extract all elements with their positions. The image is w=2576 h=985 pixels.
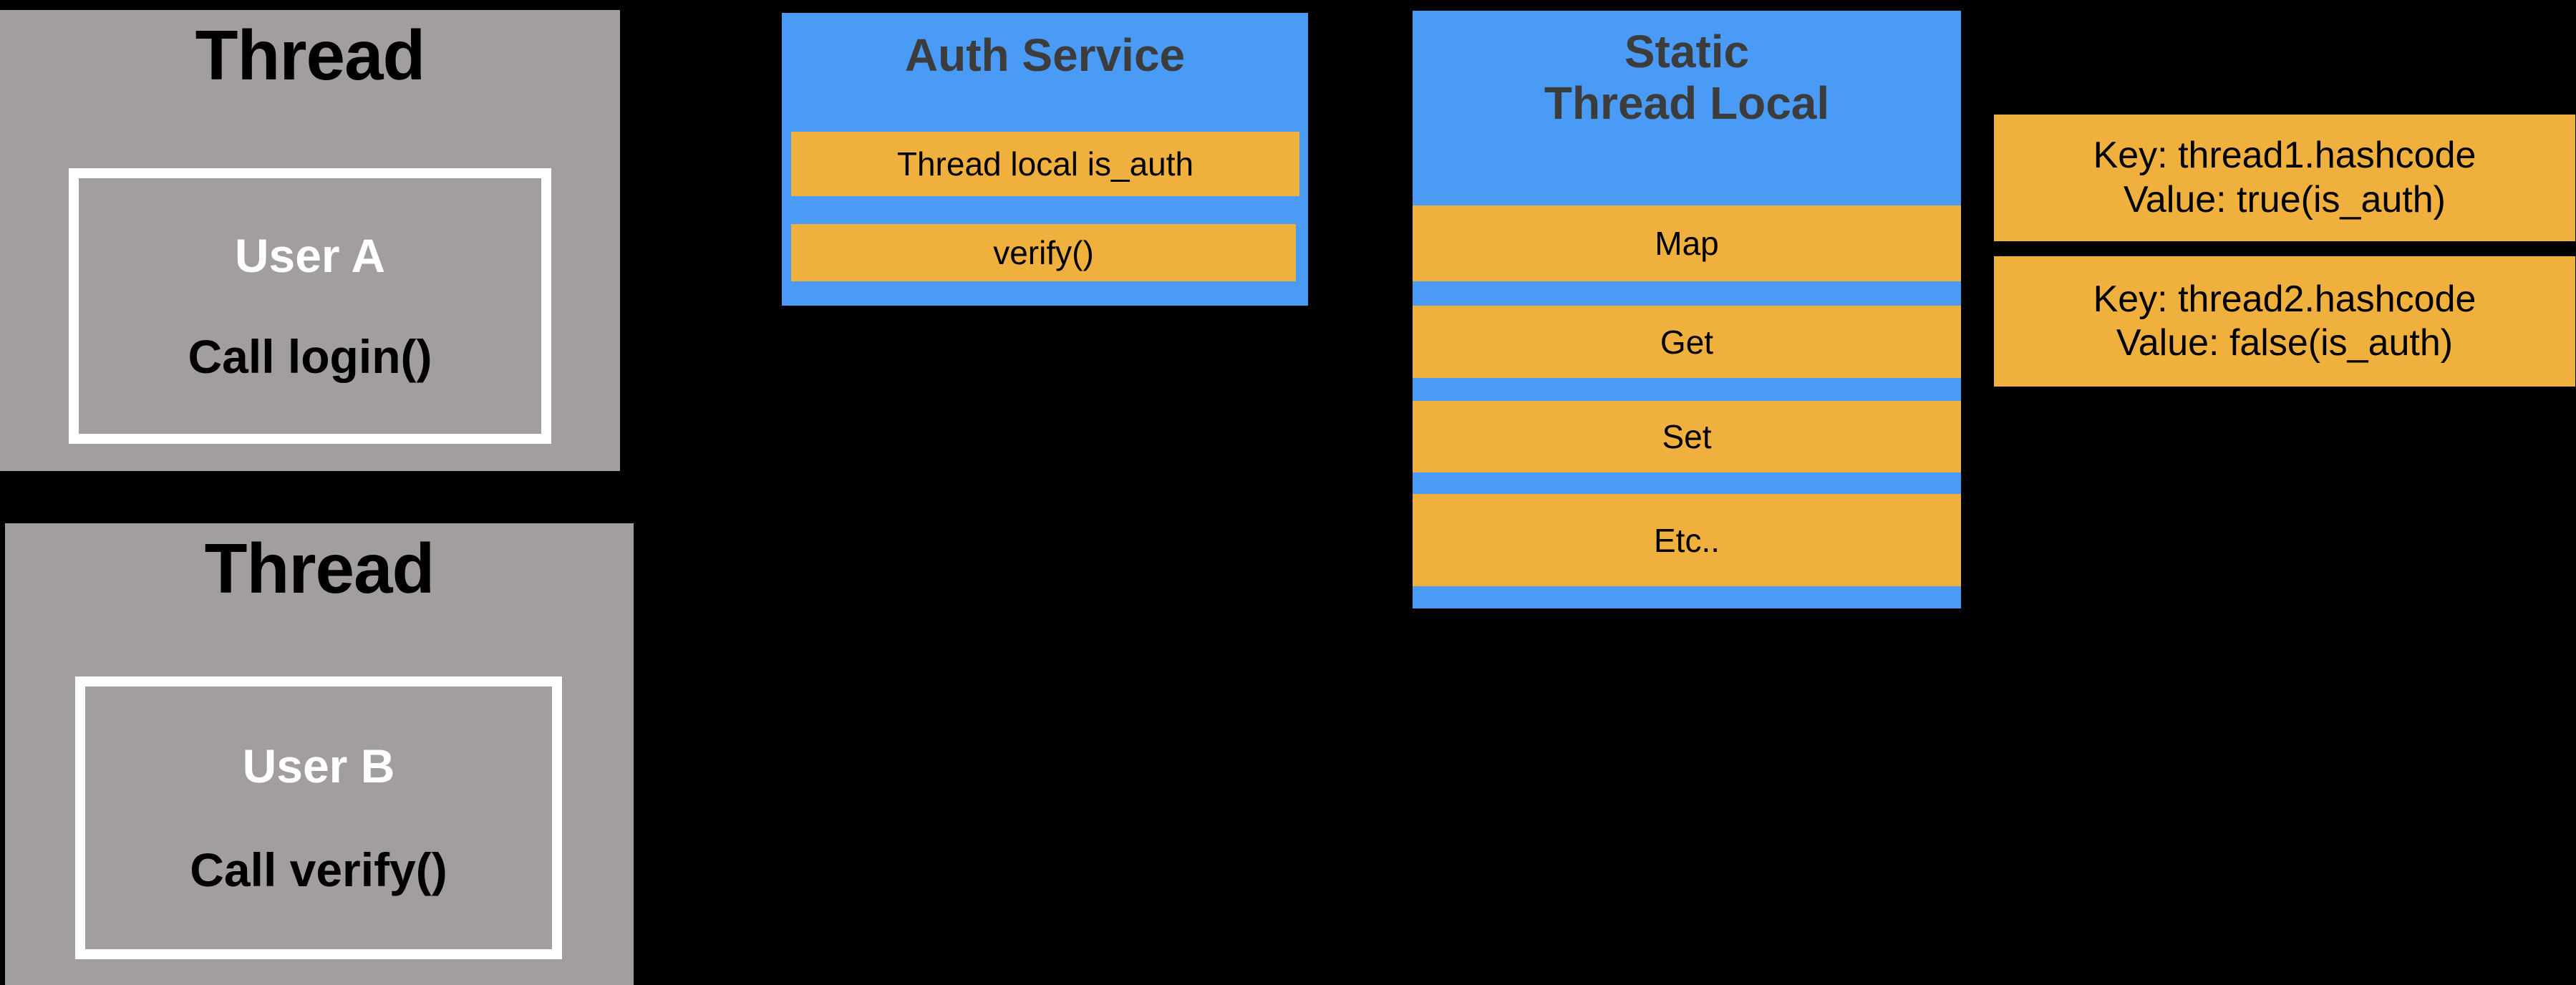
thread-inner-box-2: User B Call verify() (75, 676, 562, 959)
thread-call-label-2: Call verify() (190, 843, 447, 896)
thread-call-label-1: Call login() (188, 330, 432, 383)
static-thread-local-title: Static Thread Local (1413, 26, 1961, 129)
auth-service-row-verify[interactable]: verify() (791, 224, 1296, 281)
thread-title-2: Thread (204, 529, 435, 608)
thread-panel-user-a: Thread User A Call login() (0, 10, 620, 471)
static-thread-local-title-line1: Static (1624, 26, 1750, 77)
static-thread-local-row-get[interactable]: Get (1413, 306, 1961, 378)
static-thread-local-panel: Static Thread Local Map Get Set Etc.. (1413, 11, 1961, 608)
map-entry-thread1-key: Key: thread1.hashcode (2093, 135, 2476, 177)
map-entry-thread2-key: Key: thread2.hashcode (2093, 278, 2476, 320)
auth-service-title: Auth Service (904, 29, 1186, 81)
thread-title-1: Thread (195, 16, 426, 94)
thread-user-label-1: User A (234, 229, 386, 282)
thread-inner-box-1: User A Call login() (69, 168, 551, 444)
static-thread-local-row-map[interactable]: Map (1413, 205, 1961, 281)
map-entry-thread2[interactable]: Key: thread2.hashcode Value: false(is_au… (1994, 256, 2575, 387)
static-thread-local-row-etc[interactable]: Etc.. (1413, 494, 1961, 586)
static-thread-local-row-set[interactable]: Set (1413, 401, 1961, 472)
auth-service-panel: Auth Service Thread local is_auth verify… (782, 13, 1308, 306)
auth-service-row-thread-local[interactable]: Thread local is_auth (791, 132, 1299, 196)
thread-panel-user-b: Thread User B Call verify() (5, 523, 634, 985)
map-entry-thread1[interactable]: Key: thread1.hashcode Value: true(is_aut… (1994, 115, 2575, 241)
static-thread-local-title-line2: Thread Local (1544, 77, 1830, 129)
map-entry-thread2-value: Value: false(is_auth) (2116, 322, 2454, 364)
thread-user-label-2: User B (242, 739, 395, 793)
map-entry-thread1-value: Value: true(is_auth) (2124, 178, 2446, 220)
